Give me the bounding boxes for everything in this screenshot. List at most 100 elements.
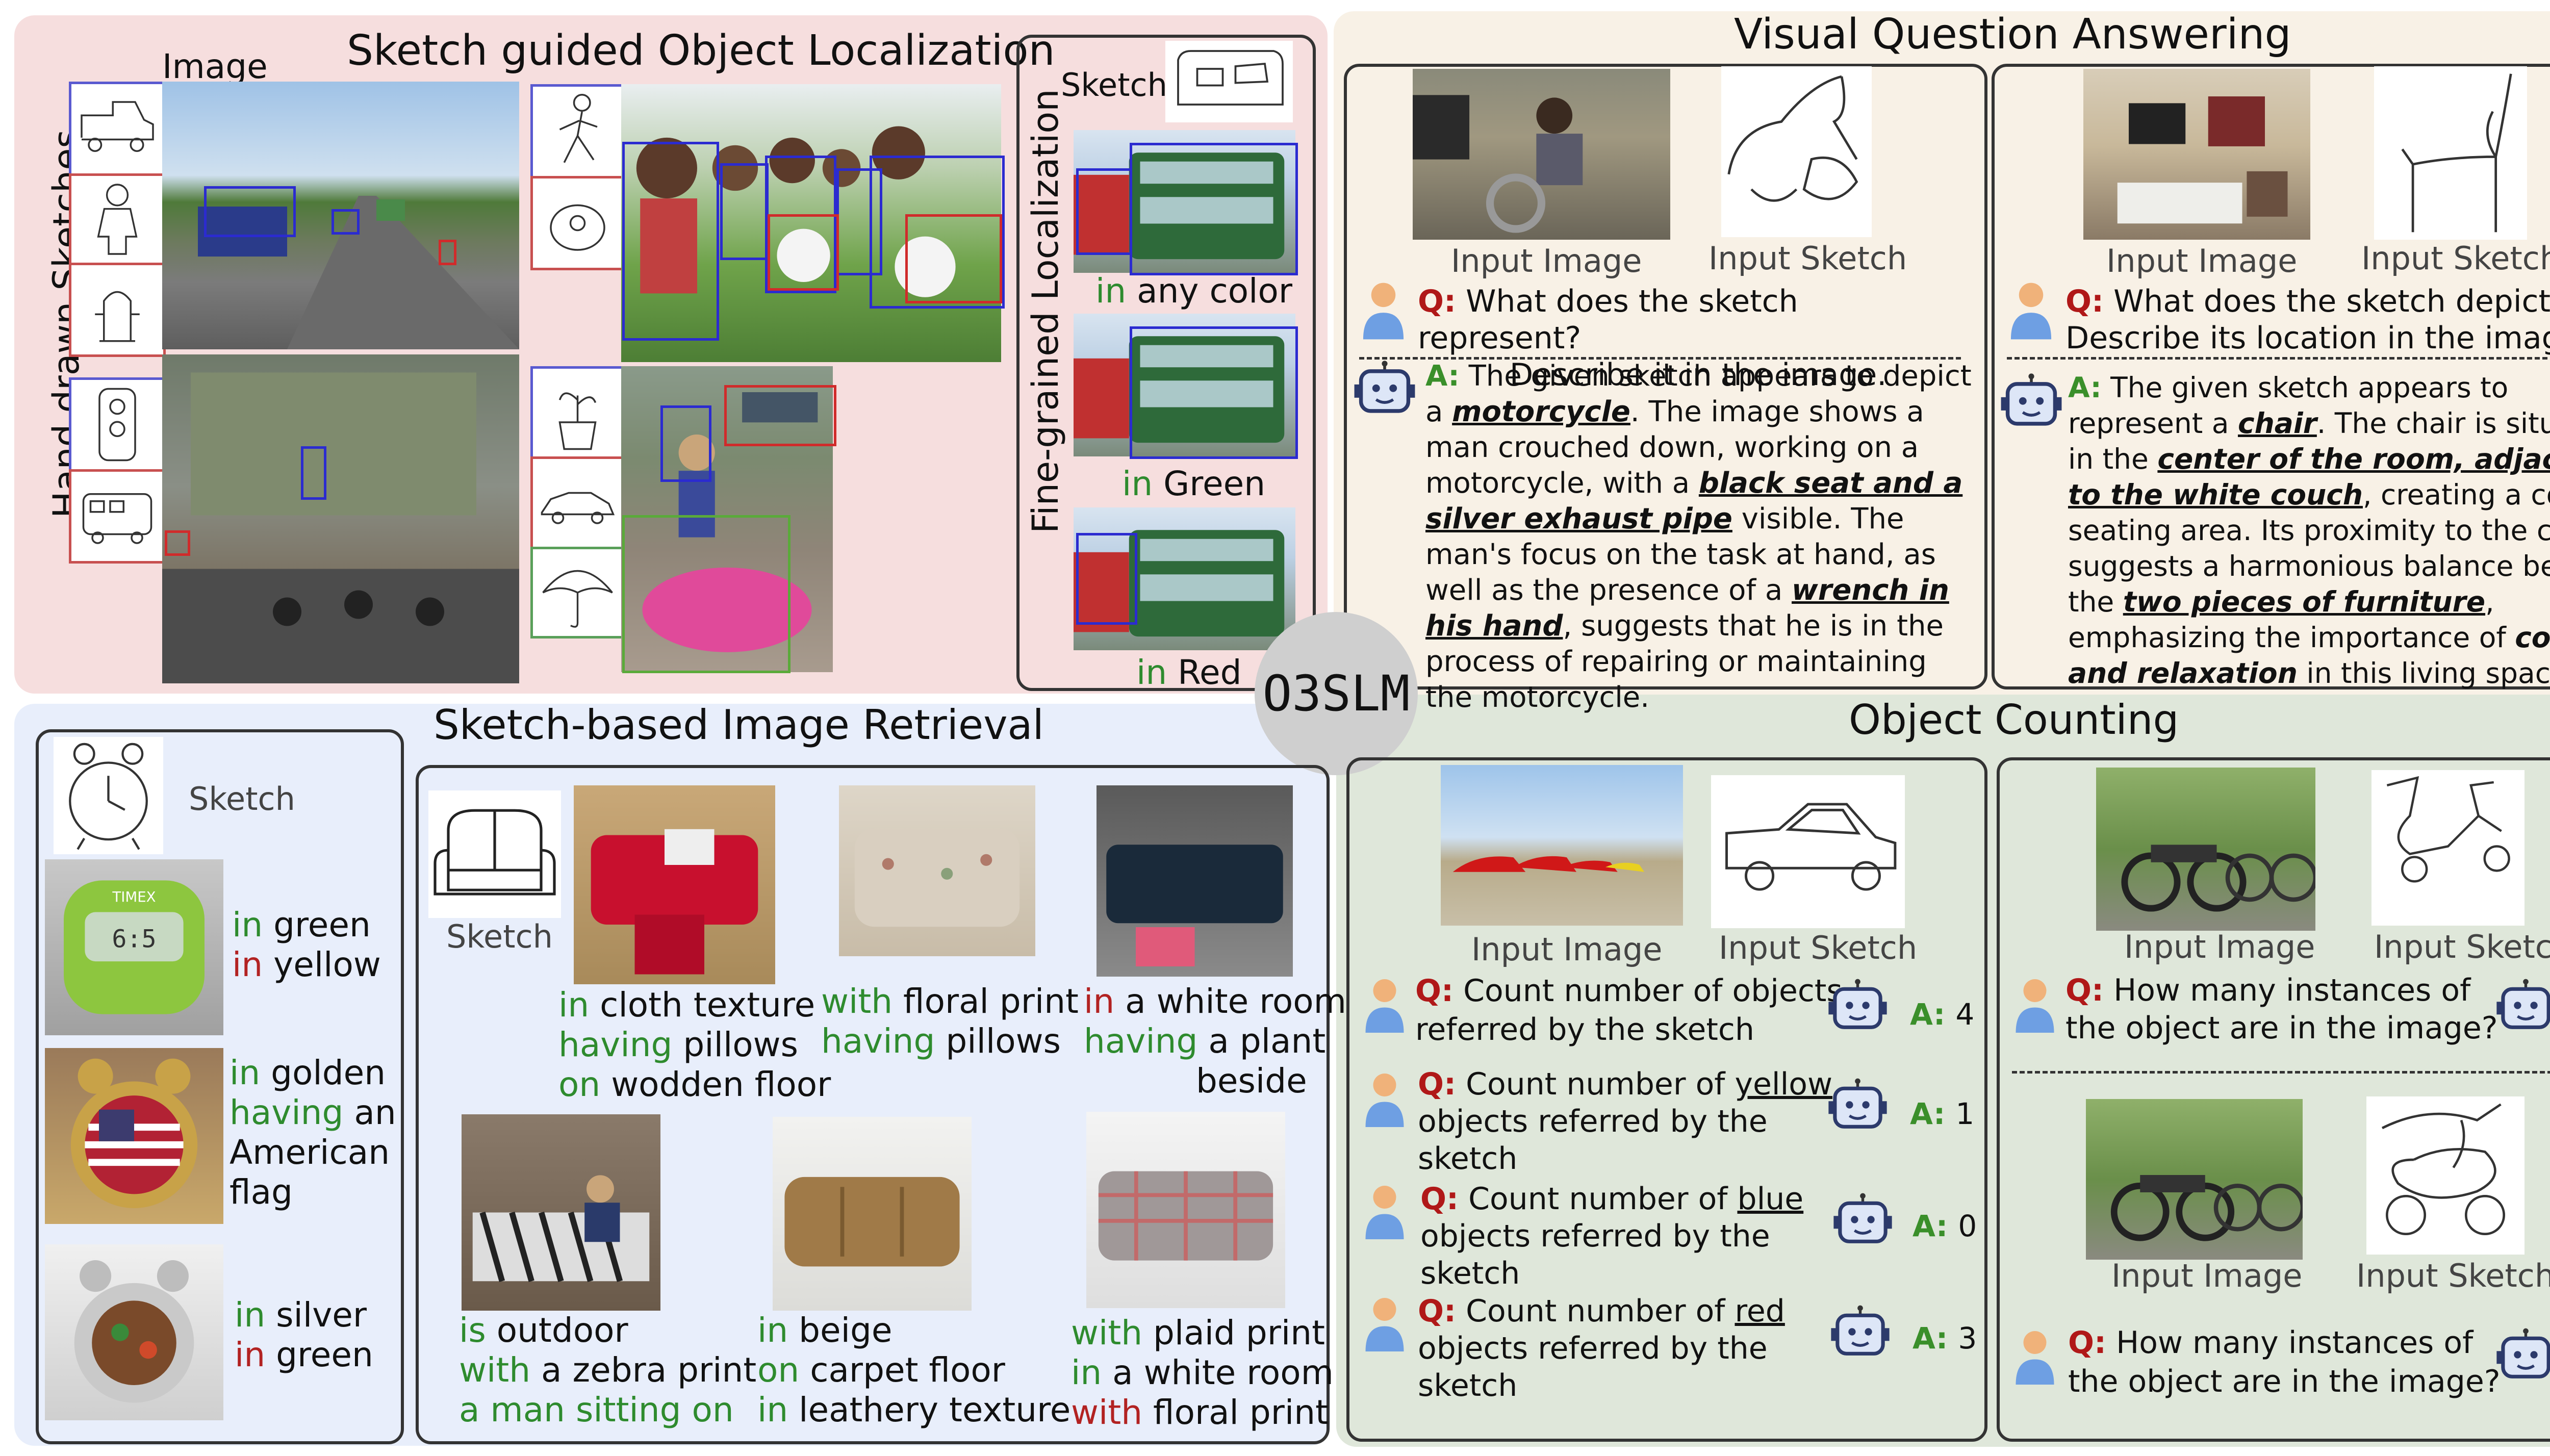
red-sofa-photo (574, 785, 775, 984)
person-box-3 (765, 156, 836, 293)
silver-clock-photo (45, 1244, 223, 1420)
bus-box-green (1130, 326, 1298, 459)
counting-title: Object Counting (1849, 696, 2179, 744)
o3slm-logo: O3SLM (1255, 612, 1418, 775)
sofa-caption-6: with plaid print in a white room with fl… (1071, 1313, 1334, 1432)
bus-side-sketch (1165, 41, 1293, 122)
user-icon (2007, 278, 2055, 344)
zebra-sofa-photo (462, 1114, 660, 1311)
floral-sofa-photo (839, 785, 1035, 956)
bus-photo-red (1074, 507, 1295, 650)
user-icon (1362, 1293, 1408, 1357)
robot-icon (1352, 360, 1418, 421)
bus-box-any-red (1076, 168, 1132, 255)
vqa-right-input-image-label: Input Image (2106, 242, 2298, 279)
street-photo (162, 82, 519, 349)
count-a-3: A: 0 (1912, 1209, 1977, 1243)
localization-title: Sketch guided Object Localization (347, 27, 1055, 75)
hydrant-sketch (69, 263, 166, 357)
city-photo (162, 354, 519, 683)
clock-sketch-label: Sketch (189, 780, 295, 818)
count-a-4: A: 3 (1912, 1321, 1977, 1356)
count-right-divider (2012, 1071, 2550, 1074)
bikes-photo-1 (2096, 768, 2315, 931)
vqa-left-divider (1359, 357, 1961, 360)
frisbee-sketch (530, 176, 625, 270)
frisbee-box-2 (905, 214, 1002, 303)
vqa-right-answer: A: The given sketch appears to represent… (2068, 371, 2550, 689)
fg-caption-3: in Red (1136, 653, 1242, 692)
girl-umbrella-photo (621, 366, 833, 672)
motorbike-sketch (2366, 1096, 2524, 1255)
person-box-1 (622, 142, 719, 341)
user-icon (1362, 974, 1408, 1038)
vqa-left-input-image-label: Input Image (1451, 242, 1642, 279)
bus-box-red (1076, 533, 1137, 625)
car-sketch (1711, 775, 1905, 928)
robot-icon (2494, 1326, 2550, 1387)
user-icon (1362, 1181, 1408, 1244)
sofa-caption-1: in cloth texture having pillows on wodde… (558, 985, 831, 1104)
beige-sofa-photo (773, 1117, 972, 1311)
count-left-input-sketch-label: Input Sketch (1719, 929, 1918, 966)
robot-icon (1831, 1191, 1895, 1252)
person-box-5 (870, 156, 1005, 309)
truck-sketch (69, 82, 166, 176)
sofa-box (416, 765, 1330, 1444)
user-icon (2012, 1326, 2058, 1390)
vqa-left-box (1344, 64, 1987, 689)
bikes-photo-2 (2086, 1099, 2303, 1260)
vqa-right-box (1992, 64, 2550, 689)
robot-icon (1828, 1303, 1892, 1364)
hydrant-box (439, 240, 456, 265)
truck-box (204, 186, 296, 237)
fine-grained-sketch-label: Sketch (1061, 66, 1167, 104)
user-icon (2012, 974, 2058, 1038)
umbrella-sketch (530, 547, 625, 638)
svg-text:6:5: 6:5 (112, 925, 156, 954)
flag-clock-photo (45, 1048, 223, 1224)
sofa-sketch (428, 790, 561, 918)
vqa-left-answer: A: The given sketch appears to depict a … (1425, 360, 1972, 714)
vqa-right-divider (2007, 357, 2550, 360)
vqa-left-question: Q: What does the sketch represent? Descr… (1418, 284, 1887, 393)
mechanic-photo (1413, 69, 1670, 240)
person-running-sketch (530, 84, 625, 178)
retrieval-title: Sketch-based Image Retrieval (434, 701, 1044, 749)
robot-icon (1826, 977, 1890, 1038)
count-left-input-image-label: Input Image (1471, 931, 1663, 968)
counting-left-box (1346, 757, 1987, 1442)
car-box (724, 385, 836, 446)
motorcycle-sketch (1721, 66, 1872, 237)
vqa-right-input-sketch-label: Input Sketch (2361, 240, 2550, 277)
chair-sketch (2374, 66, 2527, 240)
image-label: Image (162, 47, 268, 86)
green-clock-photo: 6:5 TIMEX (45, 859, 223, 1035)
robot-icon (1826, 1076, 1890, 1137)
svg-text:TIMEX: TIMEX (112, 888, 156, 905)
person-sketch (69, 173, 166, 265)
sofa-caption-2: with floral print having pillows (821, 982, 1079, 1061)
umbrella-box (622, 515, 790, 673)
count-right-input-sketch-label-1: Input Sketch (2374, 928, 2550, 965)
user-icon (1359, 278, 1408, 344)
sofa-caption-3: in a white room having a plant beside (1084, 982, 1346, 1101)
sofa-caption-5: in beige on carpet floor in leathery tex… (757, 1311, 1071, 1429)
red-cars-photo (1441, 765, 1683, 926)
clock-box (36, 729, 404, 1444)
traffic-light-box (301, 446, 326, 500)
count-right-input-image-label-2: Input Image (2111, 1257, 2303, 1294)
plaid-sofa-photo (1086, 1112, 1285, 1308)
count-right-input-sketch-label-2: Input Sketch (2356, 1257, 2550, 1294)
car-sketch-small (530, 456, 625, 551)
clock-caption-3: in silver in green (235, 1295, 373, 1374)
bus-sketch (69, 469, 166, 564)
truck-box-small (332, 209, 360, 235)
user-icon (1362, 1068, 1408, 1132)
count-a-1: A: 4 (1910, 997, 1975, 1032)
fg-caption-2: in Green (1122, 464, 1266, 503)
children-photo (621, 84, 1001, 362)
bicycle-sketch-1 (2372, 770, 2524, 926)
